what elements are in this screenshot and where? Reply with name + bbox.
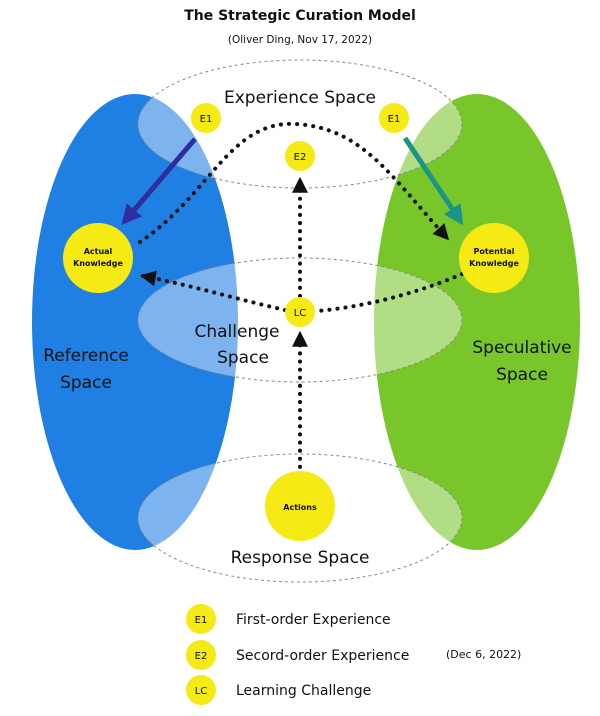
legend-e2-node	[186, 640, 216, 670]
legend-e1-label: First-order Experience	[236, 612, 391, 628]
lc-to-actual-arrow	[139, 270, 287, 312]
experience-space-label: Experience Space	[224, 88, 376, 108]
legend: E1 First-order Experience E2 Secord-orde…	[186, 604, 409, 705]
actual-knowledge-label-line2: Knowledge	[73, 259, 123, 268]
potential-knowledge-node	[459, 223, 529, 293]
diagram-subtitle: (Oliver Ding, Nov 17, 2022)	[227, 34, 373, 46]
experience-space-ellipse	[137, 59, 463, 189]
lc-label: LC	[294, 308, 307, 319]
potential-to-lc-dotted	[316, 272, 464, 313]
actions-label: Actions	[283, 503, 317, 512]
actual-knowledge-label-line1: Actual	[84, 247, 113, 256]
e1-right-label: E1	[388, 114, 401, 125]
e2-node	[285, 141, 315, 171]
legend-date-note: (Dec 6, 2022)	[446, 648, 522, 661]
response-space-label: Response Space	[231, 548, 370, 568]
potential-knowledge-label-line1: Potential	[473, 247, 514, 256]
lc-node	[285, 297, 315, 327]
challenge-space-label-line1: Challenge	[195, 322, 280, 342]
diagram-title: The Strategic Curation Model	[184, 8, 416, 24]
e1-left-label: E1	[200, 114, 213, 125]
e1-left-node	[191, 103, 221, 133]
reference-space-label-line2: Space	[60, 373, 112, 393]
e1-to-actual-arrow	[121, 137, 197, 226]
e1-right-node	[379, 103, 409, 133]
reference-space-ellipse	[32, 94, 238, 550]
legend-e1-node	[186, 604, 216, 634]
actions-node	[265, 471, 335, 541]
legend-e2-label: Secord-order Experience	[236, 648, 409, 664]
legend-lc-label: Learning Challenge	[236, 683, 371, 699]
potential-knowledge-label-line2: Knowledge	[469, 259, 519, 268]
legend-e1-code: E1	[195, 615, 208, 626]
speculative-space-label-line1: Speculative	[472, 338, 571, 358]
legend-lc-code: LC	[195, 686, 208, 697]
arc-arrow-to-potential	[138, 121, 450, 244]
legend-e2-code: E2	[195, 651, 208, 662]
legend-lc-node	[186, 675, 216, 705]
e1-to-potential-arrow	[402, 136, 464, 226]
speculative-space-ellipse	[374, 94, 580, 550]
challenge-space-label-line2: Space	[217, 348, 269, 368]
speculative-space-label-line2: Space	[496, 365, 548, 385]
reference-space-label-line1: Reference	[43, 346, 129, 366]
e2-label: E2	[294, 152, 307, 163]
actual-knowledge-node	[63, 223, 133, 293]
